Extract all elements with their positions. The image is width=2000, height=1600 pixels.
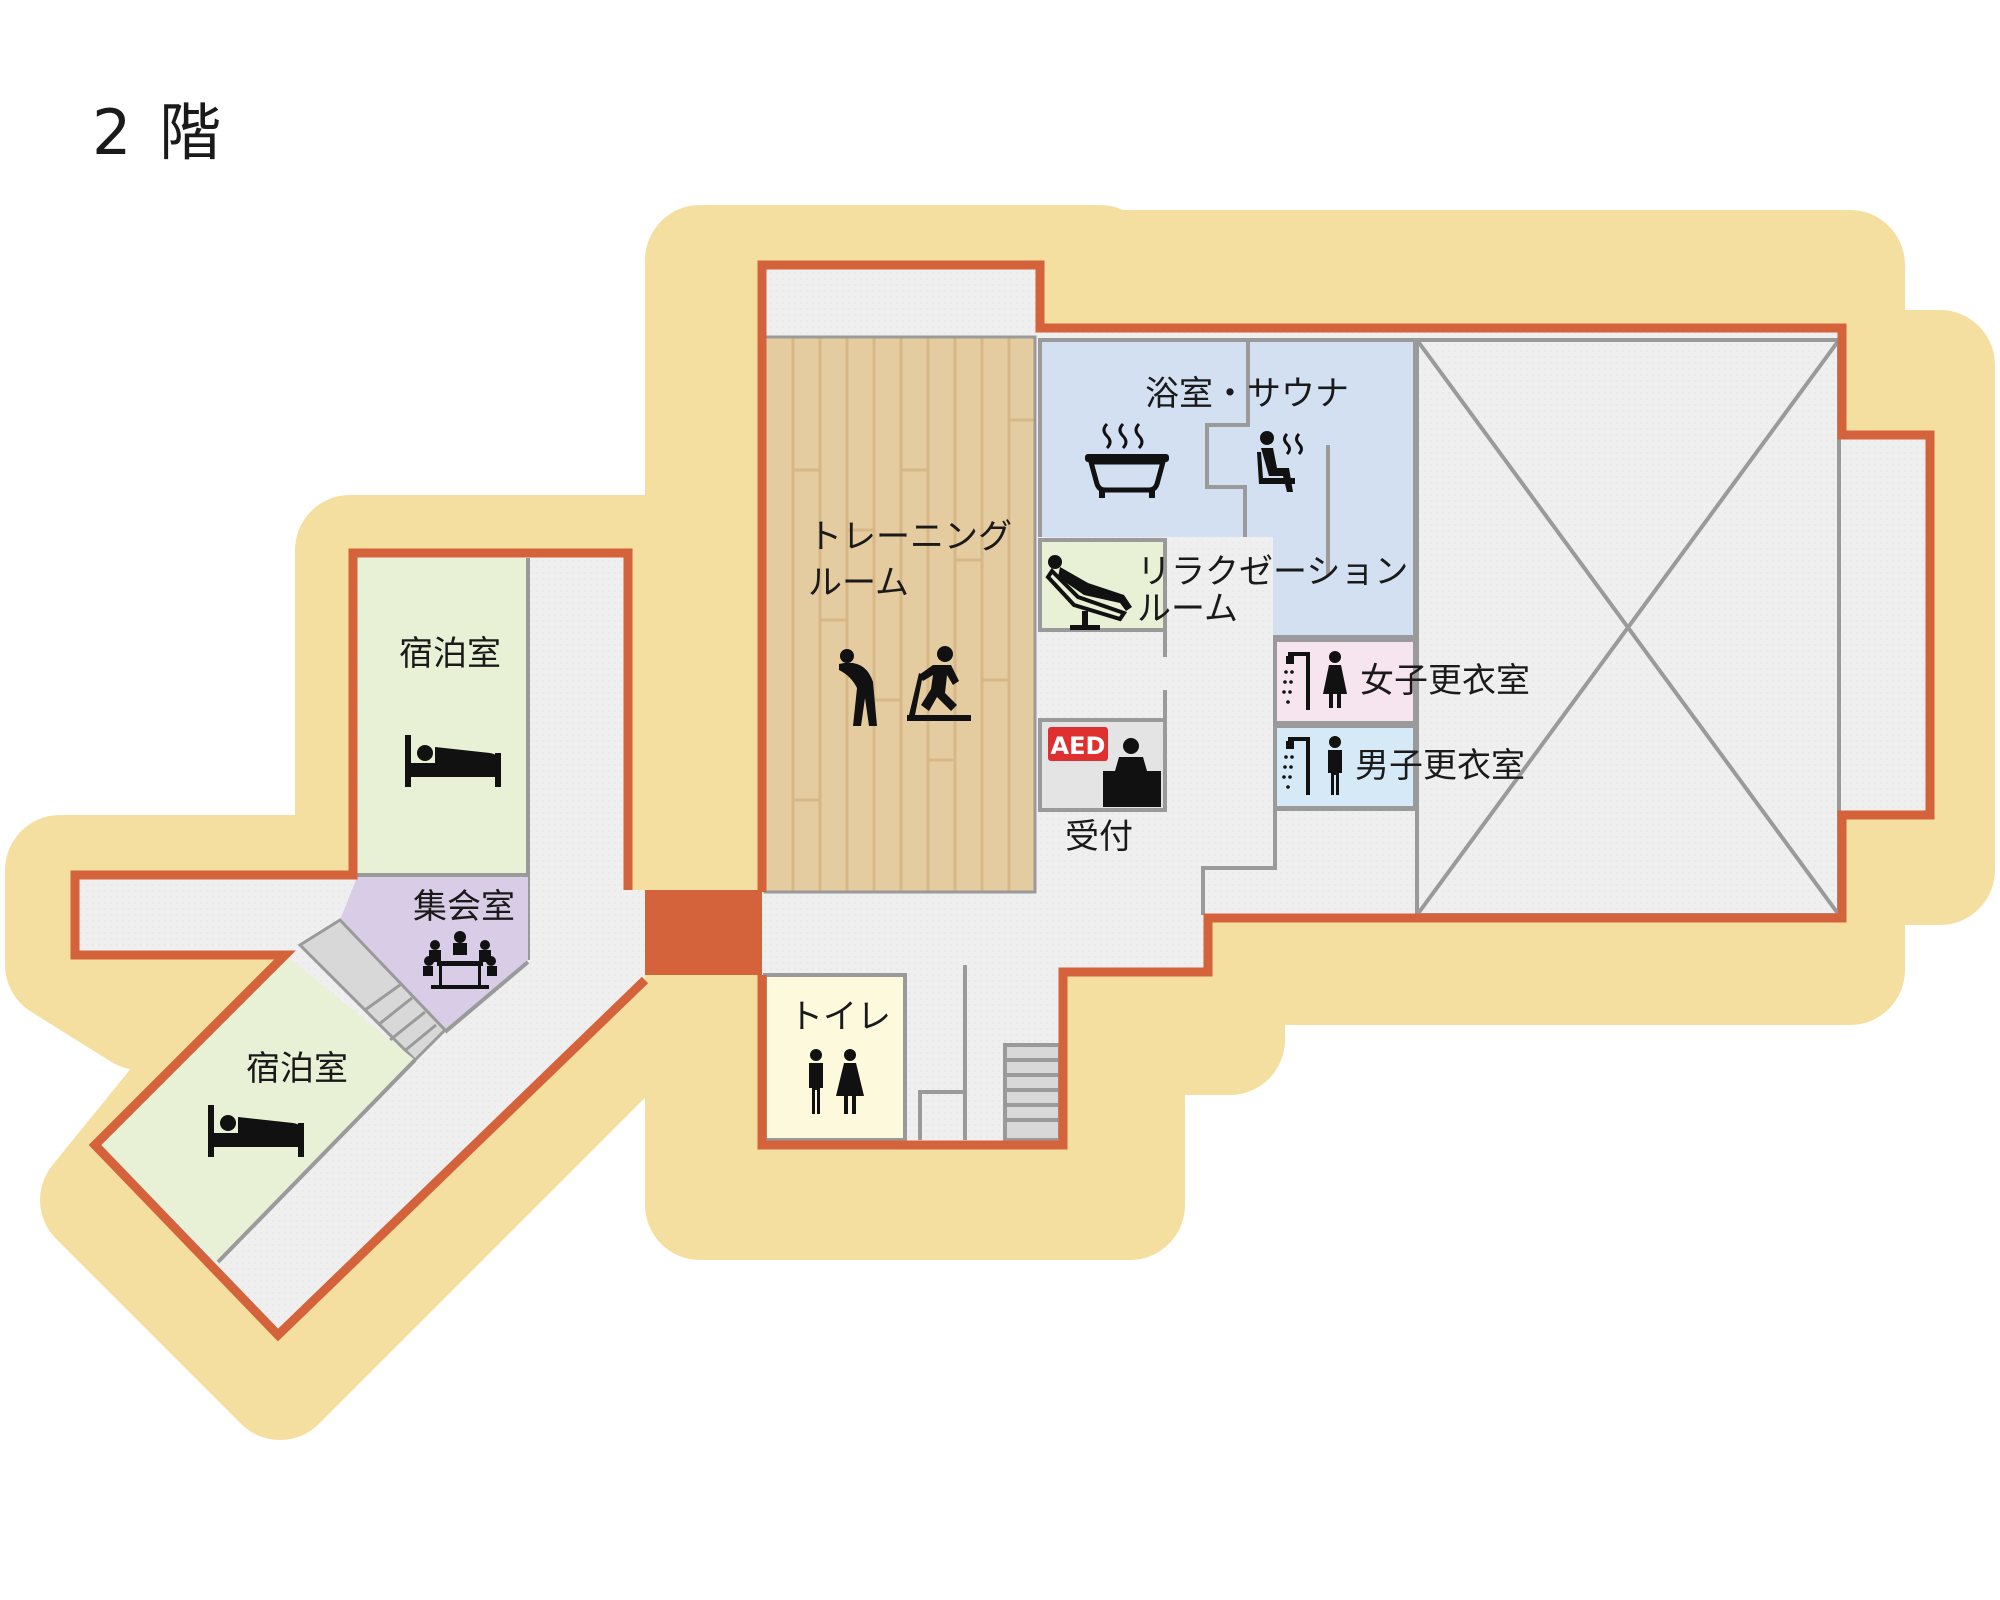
room-label-lodging-lower: 宿泊室	[246, 1049, 348, 1089]
room-label-women-locker: 女子更衣室	[1360, 661, 1530, 701]
room-label-lodging-upper: 宿泊室	[399, 634, 501, 674]
room-label-relax-2: ルーム	[1137, 589, 1238, 629]
aed-icon: AED	[1048, 727, 1108, 761]
room-label-training-1: トレーニング	[808, 517, 1012, 557]
man-icon	[1328, 736, 1342, 795]
sauna-icon	[1257, 431, 1303, 492]
stretch-icon	[839, 649, 877, 726]
building-walls	[70, 260, 1935, 1342]
training-room	[763, 335, 1037, 894]
room-label-toilet: トイレ	[789, 997, 891, 1037]
room-label-men-locker: 男子更衣室	[1355, 746, 1525, 786]
shower-icon	[1282, 652, 1310, 710]
lodging-room-lower	[98, 955, 417, 1264]
room-label-training-2: ルーム	[808, 563, 909, 603]
toilet-room	[763, 973, 907, 1142]
aed-badge-text: AED	[1051, 732, 1106, 760]
woman-icon	[1323, 651, 1347, 708]
bed-icon	[405, 735, 501, 787]
shower-icon	[1282, 737, 1310, 795]
room-label-reception: 受付	[1065, 817, 1133, 857]
floor-title: 2 階	[92, 96, 226, 169]
bed-icon	[208, 1105, 304, 1157]
treadmill-icon	[907, 646, 971, 721]
reception-desk-icon	[1103, 738, 1161, 807]
meeting-icon	[423, 931, 497, 989]
room-label-bath-sauna: 浴室・サウナ	[1145, 374, 1349, 414]
room-label-meeting: 集会室	[413, 887, 515, 927]
lodging-room-upper	[358, 558, 530, 960]
toilet-icon	[809, 1049, 864, 1114]
massage-chair-icon	[1045, 555, 1132, 630]
bathtub-icon	[1085, 422, 1169, 498]
bath-sauna-room	[1038, 338, 1417, 639]
connector-bridge	[645, 890, 762, 975]
room-label-relax-1: リラクゼーション	[1137, 552, 1408, 592]
stairs-left	[297, 918, 448, 1063]
